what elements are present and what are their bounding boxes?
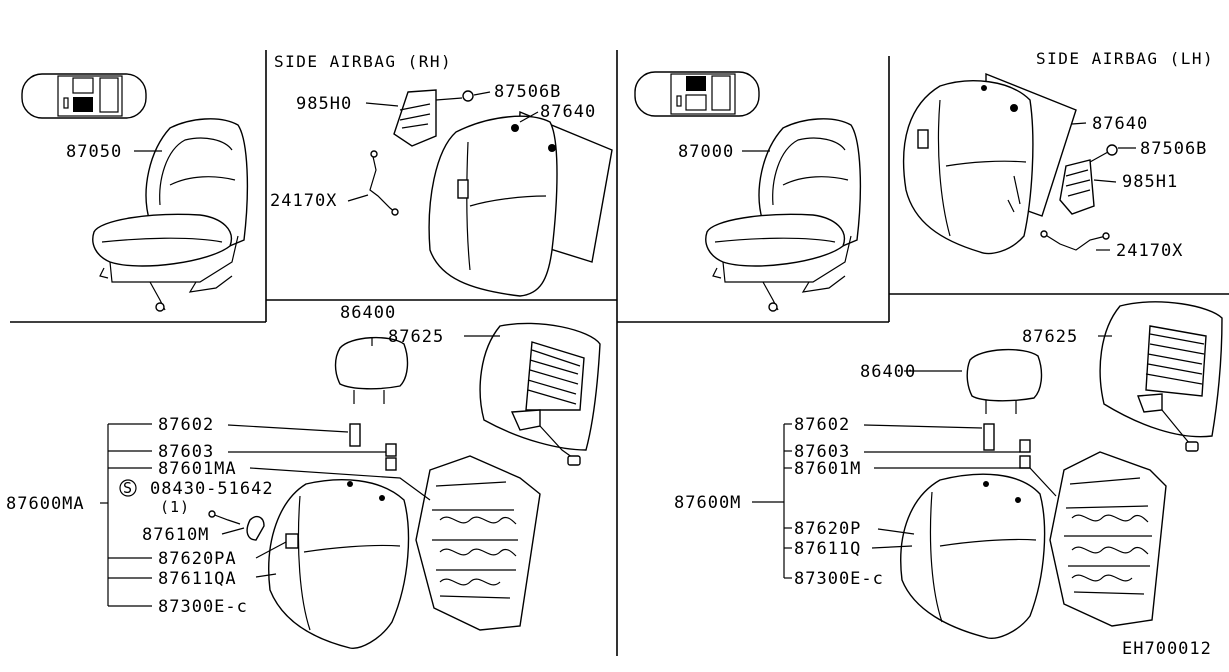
seat-back-drawing-rh xyxy=(428,110,613,297)
seat-assembly-drawing-lh xyxy=(705,118,862,312)
label-seat-assembly-rh: 87050 xyxy=(66,142,122,162)
label-holder-b-rh: 87603 xyxy=(158,442,214,462)
label-seat-back-assembly-rh: 87600MA xyxy=(6,494,85,514)
label-bolt-rh: 87506B xyxy=(494,82,561,102)
seat-assembly-drawing-rh xyxy=(92,118,249,312)
label-back-frame-rh: 87601MA xyxy=(158,459,237,479)
seat-back-drawing-lh xyxy=(902,72,1077,255)
label-clip-lh: 87300E-c xyxy=(794,569,884,589)
label-back-trim-rh: 87625 xyxy=(388,327,444,347)
screw-symbol-circle xyxy=(119,479,137,497)
back-trim-drawing-rh xyxy=(479,322,601,466)
label-harness-rh: 24170X xyxy=(270,191,337,211)
label-clip-rh: 87300E-c xyxy=(158,597,248,617)
small-parts-drawing-rh xyxy=(208,423,397,541)
label-pad-lh: 87620P xyxy=(794,519,861,539)
screw-symbol: S xyxy=(123,479,133,497)
vehicle-position-icon-lh xyxy=(634,71,760,117)
label-screw-rh: 08430-51642 xyxy=(150,479,274,499)
airbag-header-rh: SIDE AIRBAG (RH) xyxy=(274,52,452,71)
label-back-cover-rh: 87640 xyxy=(540,102,596,122)
label-holder-b-lh: 87603 xyxy=(794,442,850,462)
label-headrest-lh: 86400 xyxy=(860,362,916,382)
label-headrest-rh: 86400 xyxy=(340,303,396,323)
label-harness-lh: 24170X xyxy=(1116,241,1183,261)
drawing-code: EH700012 xyxy=(1122,639,1212,659)
label-airbag-module-rh: 985H0 xyxy=(296,94,352,114)
label-knob-rh: 87610M xyxy=(142,525,209,545)
label-seat-assembly-lh: 87000 xyxy=(678,142,734,162)
label-cover-lh: 87611Q xyxy=(794,539,861,559)
label-airbag-module-lh: 985H1 xyxy=(1122,172,1178,192)
back-trim-drawing-lh xyxy=(1099,301,1223,452)
airbag-header-lh: SIDE AIRBAG (LH) xyxy=(1036,49,1214,68)
label-seat-back-assembly-lh: 87600M xyxy=(674,493,741,513)
label-screw-qty-rh: (1) xyxy=(160,498,190,516)
label-pad-rh: 87620PA xyxy=(158,549,237,569)
headrest-drawing-lh xyxy=(966,348,1043,414)
seat-back-frame-drawing-lh xyxy=(900,451,1167,639)
label-bolt-lh: 87506B xyxy=(1140,139,1207,159)
label-holder-a-lh: 87602 xyxy=(794,415,850,435)
airbag-module-drawing-rh xyxy=(369,89,474,216)
label-back-cover-lh: 87640 xyxy=(1092,114,1148,134)
panel-dividers xyxy=(10,50,1229,656)
label-back-trim-lh: 87625 xyxy=(1022,327,1078,347)
vehicle-position-icon-rh xyxy=(21,73,147,119)
label-cover-rh: 87611QA xyxy=(158,569,237,589)
leader-lines xyxy=(100,91,1136,607)
label-back-frame-lh: 87601M xyxy=(794,459,861,479)
label-holder-a-rh: 87602 xyxy=(158,415,214,435)
airbag-module-drawing-lh xyxy=(1040,144,1118,251)
seat-back-frame-drawing-rh xyxy=(268,455,541,649)
headrest-drawing-rh xyxy=(334,336,409,404)
